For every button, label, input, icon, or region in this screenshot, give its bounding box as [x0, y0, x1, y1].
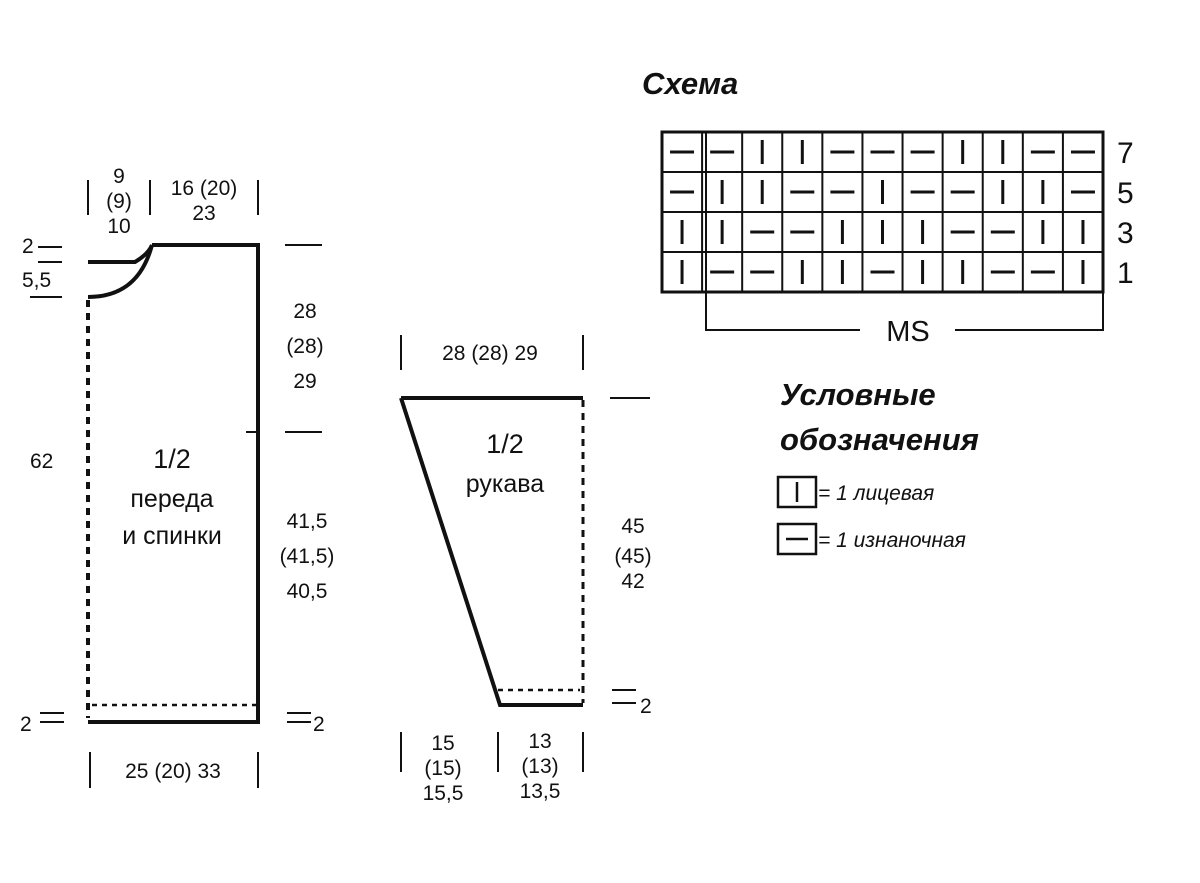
- total-height-dim: 62: [30, 450, 53, 473]
- sleeve-bottom-left-dim-2: (15): [424, 757, 461, 780]
- repeat-bracket: [705, 132, 1104, 331]
- body-outline: [88, 243, 260, 724]
- lower-dim-1: 41,5: [287, 510, 328, 533]
- legend-knit-symbol-box: [776, 475, 818, 509]
- chart-row-number: 3: [1117, 217, 1134, 250]
- legend-purl-label: = 1 изнаночная: [818, 529, 966, 552]
- lower-dim-2: (41,5): [280, 545, 335, 568]
- legend-knit-label: = 1 лицевая: [818, 482, 934, 505]
- legend-title-2: обозначения: [780, 422, 979, 457]
- sleeve-bottom-left-dim-3: 15,5: [423, 782, 464, 805]
- sleeve-piece-title: 1/2: [486, 429, 524, 459]
- sleeve-outline: [399, 396, 583, 707]
- repeat-label: MS: [886, 316, 930, 348]
- sleeve-height-dim-2: (45): [614, 545, 651, 568]
- shoulder-left-dim-3: 10: [107, 215, 130, 238]
- hem-right-dim: 2: [313, 713, 325, 736]
- neckline-curve: [87, 244, 154, 299]
- neck-top-edge: [88, 244, 154, 264]
- shoulder-right-dim-1: 16 (20): [171, 177, 238, 200]
- legend-purl-symbol-box: [776, 522, 818, 556]
- chart-title: Схема: [642, 66, 738, 101]
- armhole-dim-1: 28: [293, 300, 316, 323]
- sleeve-piece: 28 (28) 29 45 (45) 42 2 15 (15) 15,5 13 …: [399, 335, 652, 805]
- shoulder-right-dim-2: 23: [192, 202, 215, 225]
- legend: Условные обозначения = 1 лицевая = 1 изн…: [776, 377, 979, 556]
- lower-dim-3: 40,5: [287, 580, 328, 603]
- sleeve-cuff-dim: 2: [640, 695, 652, 718]
- hem-left-dim: 2: [20, 713, 32, 736]
- chart-row-number: 7: [1117, 137, 1134, 170]
- body-width-dim: 25 (20) 33: [125, 760, 221, 783]
- body-piece: 9 (9) 10 16 (20) 23 2 5,5 62 28 (28) 29 …: [20, 165, 334, 788]
- sleeve-piece-label-2: рукава: [466, 470, 545, 498]
- body-piece-title: 1/2: [153, 444, 191, 474]
- body-piece-label-3: и спинки: [122, 522, 222, 550]
- neck-depth-dim: 5,5: [22, 269, 51, 292]
- sleeve-bottom-left-dim-1: 15: [431, 732, 454, 755]
- chart-row-number: 5: [1117, 177, 1134, 210]
- sleeve-bottom-right-dim-2: (13): [521, 755, 558, 778]
- chart-row-number: 1: [1117, 257, 1134, 290]
- stitch-chart: Схема 7 5 3 1 MS: [642, 66, 1134, 348]
- sleeve-bottom-right-dim-1: 13: [528, 730, 551, 753]
- neck-top-dim: 2: [22, 235, 34, 258]
- sleeve-height-dim-3: 42: [621, 570, 644, 593]
- legend-title-1: Условные: [780, 377, 936, 412]
- sleeve-height-dim-1: 45: [621, 515, 644, 538]
- chart-grid: 7 5 3 1: [660, 130, 1134, 294]
- body-piece-label-2: переда: [130, 485, 213, 513]
- sleeve-top-width-dim: 28 (28) 29: [442, 342, 538, 365]
- armhole-dim-3: 29: [293, 370, 316, 393]
- armhole-dim-2: (28): [286, 335, 323, 358]
- shoulder-left-dim-2: (9): [106, 190, 132, 213]
- sleeve-bottom-right-dim-3: 13,5: [520, 780, 561, 803]
- shoulder-left-dim-1: 9: [113, 165, 125, 188]
